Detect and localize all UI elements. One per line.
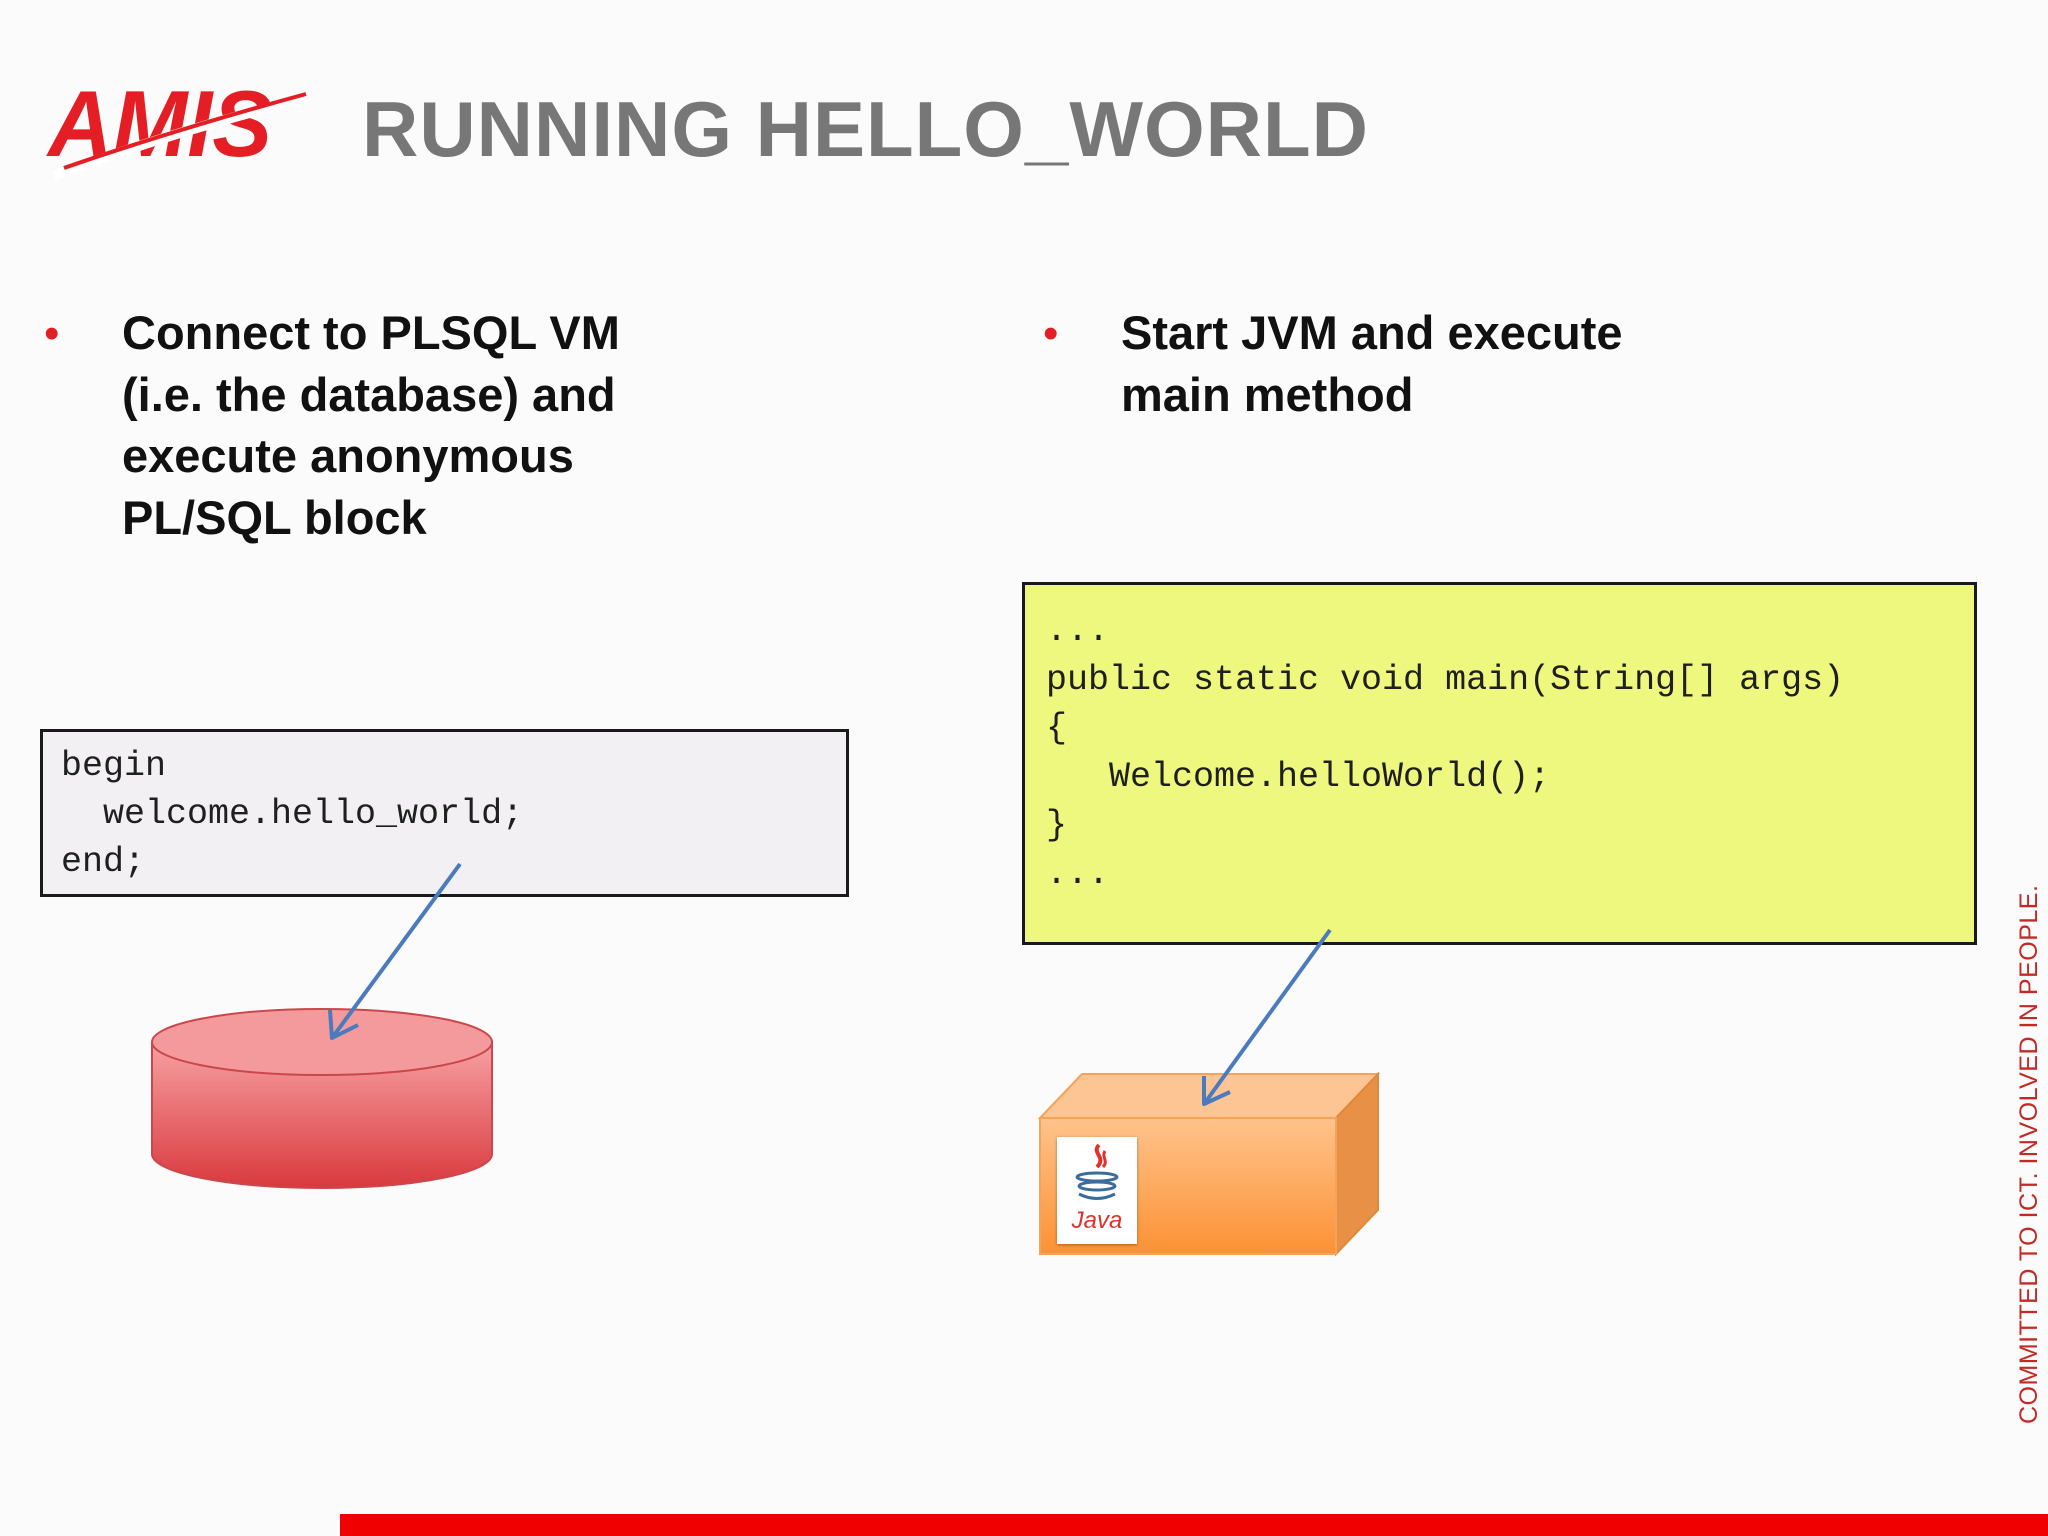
java-coffee-cup-icon: Java	[1057, 1137, 1137, 1244]
code-line: welcome.hello_world;	[61, 794, 524, 834]
bullet-text-right: Start JVM and execute main method	[1121, 302, 1623, 425]
bullet-line: PL/SQL block	[122, 490, 427, 544]
java-logo-text: Java	[1071, 1207, 1123, 1234]
side-tagline: COMMITTED TO ICT. INVOLVED IN PEOPLE.	[2015, 884, 2043, 1424]
code-line: Welcome.helloWorld();	[1046, 756, 1551, 797]
bullet-text-left: Connect to PLSQL VM (i.e. the database) …	[122, 302, 620, 548]
code-line: public static void main(String[] args)	[1046, 659, 1845, 700]
bullet-line: Connect to PLSQL VM	[122, 306, 620, 359]
bullet-line: main method	[1121, 367, 1414, 421]
plsql-code-block: begin welcome.hello_world; end;	[40, 729, 849, 897]
slide-title: RUNNING HELLO_WORLD	[362, 85, 1369, 173]
code-line: end;	[61, 842, 146, 882]
svg-text:AMIS: AMIS	[46, 71, 272, 176]
bottom-accent-bar	[340, 1514, 2048, 1536]
java-code-block: ... public static void main(String[] arg…	[1022, 582, 1977, 945]
bullet-marker-left: •	[44, 309, 60, 358]
bullet-marker-right: •	[1043, 309, 1059, 358]
database-cylinder-icon	[148, 1004, 498, 1205]
bullet-line: (i.e. the database) and	[122, 367, 616, 421]
arrow-to-jvm	[1202, 928, 1332, 1106]
bullet-line: Start JVM and execute	[1121, 306, 1623, 359]
code-line: begin	[61, 746, 167, 786]
arrow-to-database	[328, 862, 462, 1040]
bullet-line: execute anonymous	[122, 429, 574, 482]
code-line: ...	[1046, 611, 1110, 651]
code-line: }	[1046, 805, 1068, 845]
code-line: {	[1046, 708, 1068, 748]
amis-logo: AMIS	[44, 64, 314, 184]
code-line: ...	[1046, 853, 1110, 894]
